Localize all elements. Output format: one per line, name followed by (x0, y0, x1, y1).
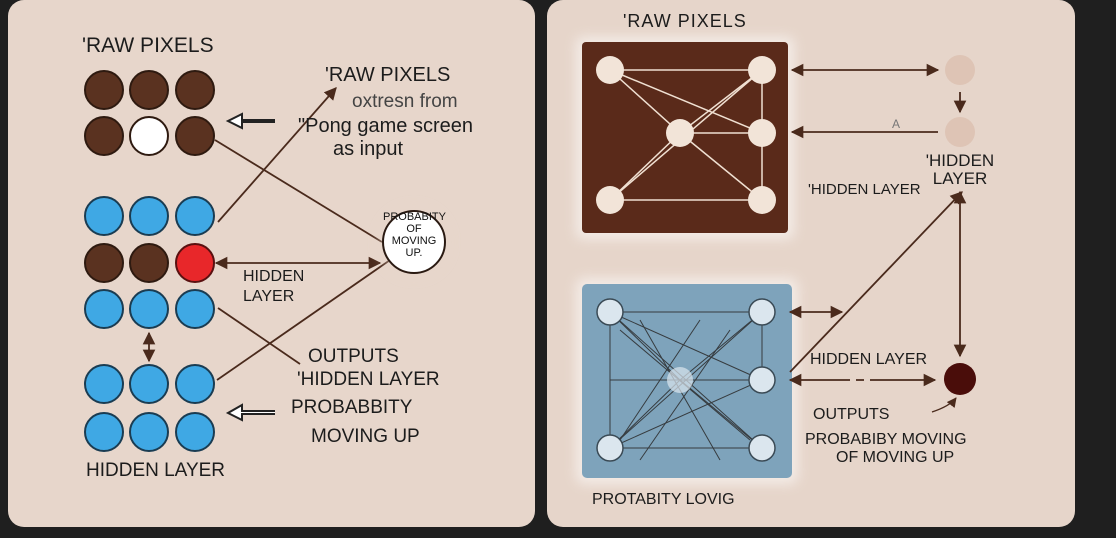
probability-line: OF (406, 223, 422, 235)
probabity-text: PROBABBITY (291, 397, 413, 418)
node-brown (84, 243, 124, 283)
input-arrow (225, 112, 275, 130)
probability-node (380, 208, 448, 276)
probability-circle (382, 210, 446, 274)
node-blue (129, 364, 169, 404)
output-arrow (225, 403, 275, 422)
node-pale (748, 298, 776, 326)
output-node (944, 363, 976, 395)
left-node-grid (84, 70, 215, 452)
hidden-layer-top: 'HIDDEN LAYER (924, 152, 996, 188)
node-blue (84, 364, 124, 404)
node-red (175, 243, 215, 283)
faded-node (945, 117, 975, 147)
small-mark: A (892, 117, 901, 131)
right-connectors (788, 63, 967, 413)
hidden-layer-mid-1: HIDDEN (243, 268, 305, 285)
node-brown (84, 70, 124, 110)
connector-line (216, 257, 394, 381)
connector-line (931, 397, 957, 413)
hidden-layer-mid-2: LAYER (243, 288, 295, 305)
pong-text: "Pong game screen (298, 115, 473, 137)
node-brown (129, 243, 169, 283)
probability-line: MOVING (391, 235, 437, 247)
node-brown (84, 116, 124, 156)
node-pale (748, 366, 776, 394)
moving-up-text: MOVING UP (311, 426, 420, 447)
node-pale (748, 434, 776, 462)
outputs-text: OUTPUTS (308, 346, 399, 367)
probability-line: PROBABITY (383, 211, 446, 223)
hidden-layer-out-text: 'HIDDEN LAYER (297, 369, 440, 390)
node-pale (667, 367, 693, 393)
blue-network-box (576, 278, 798, 484)
brown-network-box (576, 37, 794, 239)
of-moving-up-text: OF MOVING UP (836, 449, 955, 466)
node-blue (129, 412, 169, 452)
connector-line (217, 87, 337, 223)
left-title: 'RAW PIXELS (82, 34, 214, 57)
node-pale (596, 434, 624, 462)
raw-pixels-label: 'RAW PIXELS (325, 64, 451, 86)
node-blue (84, 289, 124, 329)
node-blue (175, 364, 215, 404)
node-cream (748, 119, 776, 147)
node-cream (666, 119, 694, 147)
connector-line (789, 191, 963, 373)
node-blue (84, 196, 124, 236)
left-connectors (142, 87, 394, 422)
probabiby-text: PROBABIBY MOVING (805, 431, 967, 448)
hidden-layer-top-line: 'HIDDEN (925, 151, 995, 170)
node-cream (596, 186, 624, 214)
probability-circle-text: PROBABITY OF MOVING UP. (383, 211, 446, 259)
extracted-text: oxtresn from (352, 91, 458, 112)
faded-node (945, 55, 975, 85)
connector-line (217, 307, 301, 365)
connector-line (214, 139, 383, 243)
right-title: 'RAW PIXELS (623, 11, 747, 31)
hidden-layer-bottom: HIDDEN LAYER (86, 460, 226, 481)
node-cream (748, 56, 776, 84)
hidden-layer-top-line: LAYER (932, 169, 988, 188)
node-pale (596, 298, 624, 326)
probability-line: UP. (405, 247, 423, 259)
bottom-text: PROTABITY LOVIG (592, 491, 735, 508)
node-brown (175, 70, 215, 110)
node-blue (175, 289, 215, 329)
node-brown (129, 70, 169, 110)
node-blue (129, 196, 169, 236)
as-input-text: as input (333, 138, 404, 160)
node-blue (175, 412, 215, 452)
node-blue (175, 196, 215, 236)
node-cream (596, 56, 624, 84)
node-white (129, 116, 169, 156)
node-brown (175, 116, 215, 156)
hidden-layer-mid-text: 'HIDDEN LAYER (808, 181, 921, 198)
node-blue (84, 412, 124, 452)
node-cream (748, 186, 776, 214)
node-blue (129, 289, 169, 329)
hidden-layer-lower-text: HIDDEN LAYER (810, 351, 928, 368)
outputs-right-text: OUTPUTS (813, 406, 890, 423)
